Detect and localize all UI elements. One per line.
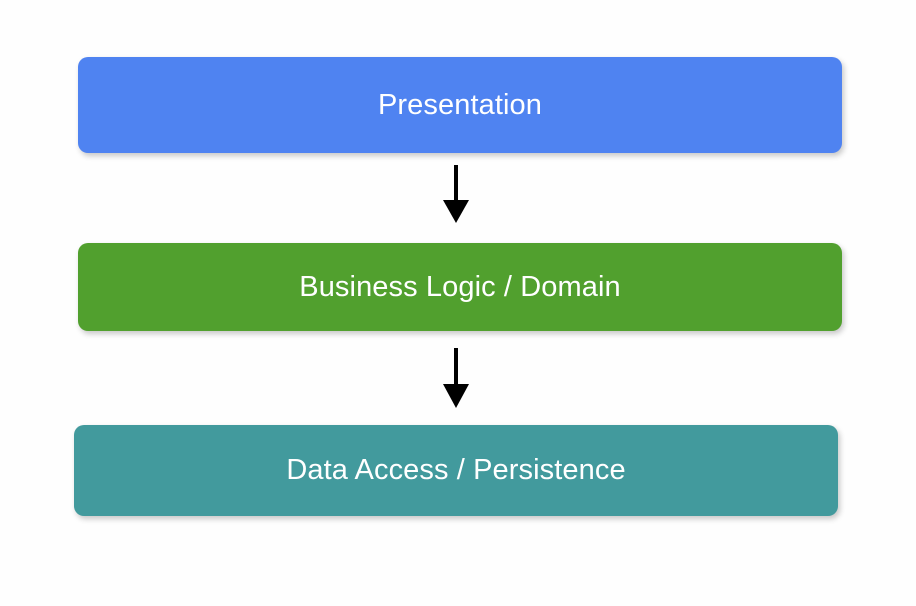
layer-box-business-logic[interactable]: Business Logic / Domain xyxy=(78,243,842,331)
arrow-presentation-to-business-logic xyxy=(443,165,469,223)
layer-box-presentation[interactable]: Presentation xyxy=(78,57,842,153)
layer-label-business-logic: Business Logic / Domain xyxy=(299,270,621,303)
layer-box-data-access[interactable]: Data Access / Persistence xyxy=(74,425,838,516)
arrow-head xyxy=(443,200,469,223)
arrow-head xyxy=(443,384,469,408)
layer-label-data-access: Data Access / Persistence xyxy=(286,454,626,486)
layer-label-presentation: Presentation xyxy=(377,88,543,121)
arrow-business-logic-to-data-access xyxy=(443,348,469,408)
